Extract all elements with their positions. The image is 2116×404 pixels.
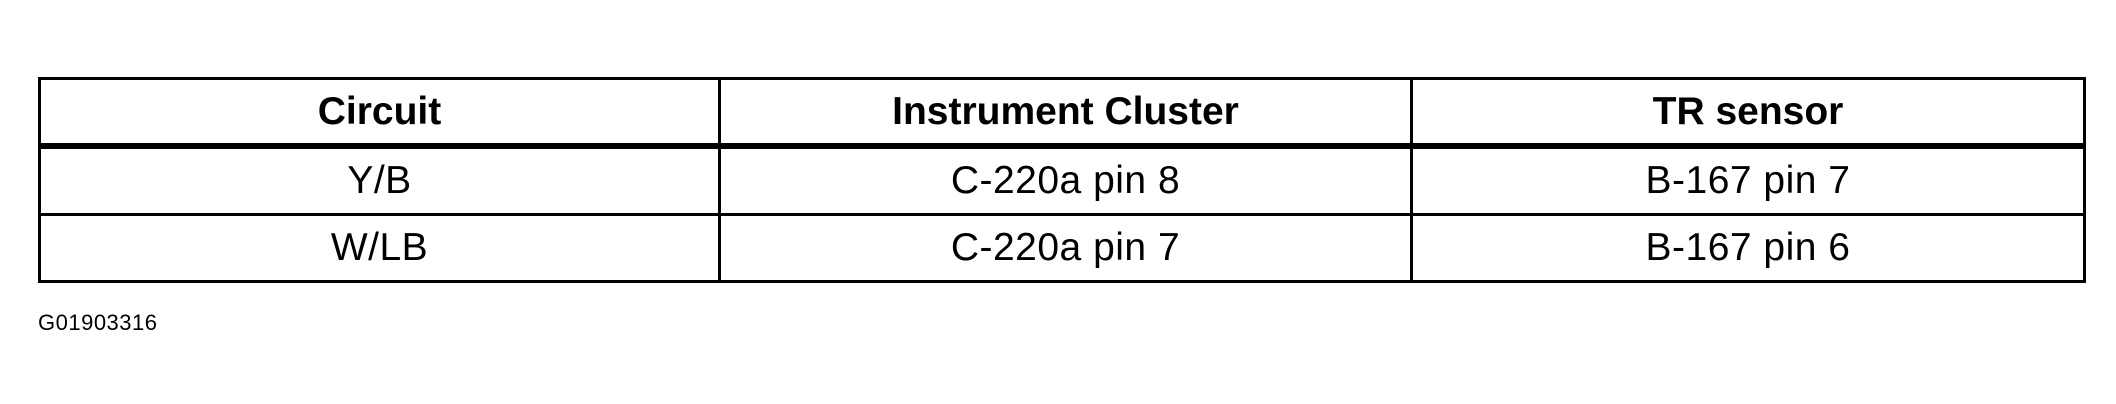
table-row: W/LB C-220a pin 7 B-167 pin 6: [38, 213, 2086, 283]
cell-instrument-cluster: C-220a pin 7: [718, 213, 1413, 283]
header-tr-sensor: TR sensor: [1410, 77, 2086, 149]
cell-circuit: Y/B: [38, 144, 721, 216]
figure-id: G01903316: [38, 310, 158, 335]
header-instrument-cluster: Instrument Cluster: [718, 77, 1413, 149]
header-circuit: Circuit: [38, 77, 721, 149]
cell-circuit: W/LB: [38, 213, 721, 283]
table-header-row: Circuit Instrument Cluster TR sensor: [38, 77, 2086, 149]
cell-tr-sensor: B-167 pin 6: [1410, 213, 2086, 283]
connector-pin-table: Circuit Instrument Cluster TR sensor Y/B…: [38, 77, 2086, 283]
cell-instrument-cluster: C-220a pin 8: [718, 144, 1413, 216]
table-row: Y/B C-220a pin 8 B-167 pin 7: [38, 144, 2086, 216]
cell-tr-sensor: B-167 pin 7: [1410, 144, 2086, 216]
